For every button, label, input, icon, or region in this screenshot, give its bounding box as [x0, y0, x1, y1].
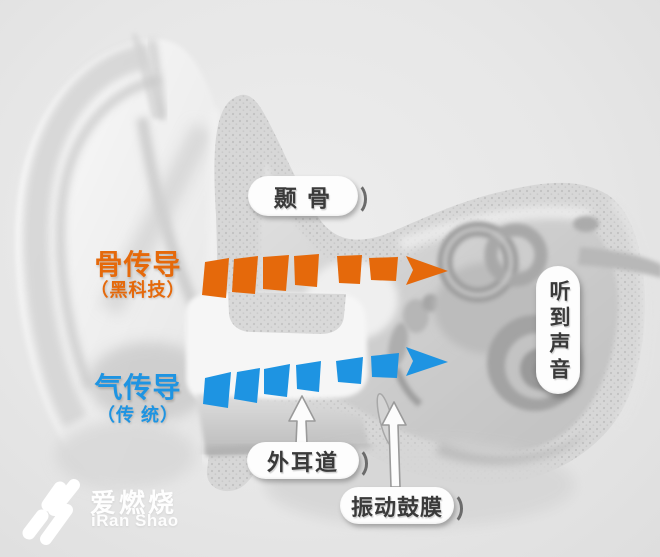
ear-canal-callout: 外耳道 — [247, 442, 368, 480]
air-conduction-sublabel: （传 统） — [96, 405, 179, 425]
bone-conduction-sublabel: （黑科技） — [90, 280, 186, 300]
hear-sound-callout: 听到声音 — [536, 266, 580, 394]
temporal-bone-callout: 颞 骨 — [248, 176, 367, 217]
iranshao-logo-en: iRan Shao — [91, 511, 179, 530]
iranshao-logo-cn: 爱燃烧 — [90, 488, 178, 518]
bone-conduction-label: 骨传导 — [94, 249, 182, 280]
air-conduction-arrow — [203, 347, 448, 408]
temporal-bone-callout-label: 颞 骨 — [273, 185, 333, 211]
callout-tail — [437, 492, 463, 525]
vibrating-eardrum-callout-label: 振动鼓膜 — [350, 494, 443, 520]
vibrating-eardrum-callout: 振动鼓膜 — [340, 487, 463, 525]
iranshao-logo-icon — [22, 479, 80, 545]
callout-tail — [341, 181, 367, 217]
ear-canal-callout-label: 外耳道 — [266, 449, 339, 475]
callout-tail — [342, 447, 368, 480]
air-conduction-label: 气传导 — [94, 372, 182, 403]
bone-conduction-arrow — [202, 254, 448, 298]
outer-ear — [15, 33, 218, 493]
